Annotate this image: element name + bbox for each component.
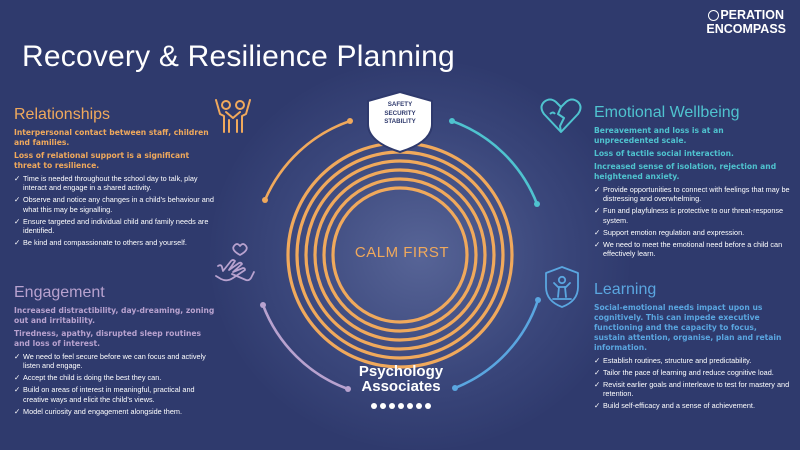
calm-first-label: CALM FIRST xyxy=(354,244,450,261)
list-item: ✓Time is needed throughout the school da… xyxy=(14,174,198,193)
dot xyxy=(398,403,404,409)
check-icon: ✓ xyxy=(594,356,601,365)
list-item: ✓Ensure targeted and individual child an… xyxy=(14,216,209,236)
list-item: ✓Build on areas of interest in meaningfu… xyxy=(14,385,195,404)
emotional-intro: Loss of tactile social interaction. xyxy=(594,149,734,158)
list-item: ✓Fun and playfulness is protective to ou… xyxy=(594,206,784,225)
check-icon: ✓ xyxy=(14,373,21,383)
engagement-list: ✓We need to feel secure before we can fo… xyxy=(14,352,216,416)
check-icon: ✓ xyxy=(14,174,21,183)
relationships-intro: Interpersonal contact between staff, chi… xyxy=(14,128,209,147)
engagement-intro: Tiredness, apathy, disrupted sleep routi… xyxy=(14,329,202,348)
hands-heart-icon xyxy=(215,243,255,282)
logo-dots xyxy=(346,397,456,412)
learning-heading: Learning xyxy=(594,281,657,298)
list-item: ✓Tailor the pace of learning and reduce … xyxy=(594,368,774,377)
relationships-section: Relationships Interpersonal contact betw… xyxy=(14,106,216,250)
dot xyxy=(425,403,431,409)
psych-line-2: Associates xyxy=(361,378,441,395)
heart-puzzle-icon xyxy=(540,98,582,133)
dot xyxy=(416,403,422,409)
arc-dot xyxy=(347,118,353,124)
list-item: ✓Be kind and compassionate to others and… xyxy=(14,238,187,248)
list-item: ✓Revisit earlier goals and interleave to… xyxy=(594,380,790,399)
arc-dot xyxy=(262,197,268,203)
psychology-associates-logo: Psychology Associates xyxy=(346,364,456,412)
emotional-list: ✓Provide opportunities to connect with f… xyxy=(594,185,790,259)
emotional-intro: Increased sense of isolation, rejection … xyxy=(594,162,777,181)
arc-dot xyxy=(535,297,541,303)
operation-encompass-logo: PERATION ENCOMPASS xyxy=(706,8,786,36)
check-icon: ✓ xyxy=(594,401,601,411)
engagement-intro: Increased distractibility, day-dreaming,… xyxy=(14,306,215,325)
engagement-section: Engagement Increased distractibility, da… xyxy=(14,284,216,419)
list-item: ✓Model curiosity and engagement alongsid… xyxy=(14,406,183,416)
list-item: ✓Build self-efficacy and a sense of achi… xyxy=(594,401,755,411)
arc-emotional xyxy=(450,119,539,206)
dot xyxy=(407,403,413,409)
check-icon: ✓ xyxy=(594,227,601,237)
list-item: ✓Accept the child is doing the best they… xyxy=(14,373,162,383)
outer-arcs xyxy=(260,118,541,392)
engagement-heading: Engagement xyxy=(14,284,105,301)
relationships-list: ✓Time is needed throughout the school da… xyxy=(14,174,216,248)
list-item: ✓We need to meet the emotional need befo… xyxy=(594,239,783,259)
ring xyxy=(331,186,469,324)
list-item: ✓Provide opportunities to connect with f… xyxy=(594,185,790,204)
check-icon: ✓ xyxy=(14,406,21,416)
check-icon: ✓ xyxy=(14,352,21,361)
arc-dot xyxy=(345,386,351,392)
list-item: ✓Observe and notice any changes in a chi… xyxy=(14,195,214,214)
learning-section: Learning Social-emotional needs impact u… xyxy=(594,281,790,413)
globe-icon xyxy=(708,10,720,21)
arc-dot xyxy=(452,385,458,391)
learning-intro: Social-emotional needs impact upon us co… xyxy=(594,303,782,352)
check-icon: ✓ xyxy=(594,380,601,389)
dot xyxy=(380,403,386,409)
logo-line-2: ENCOMPASS xyxy=(706,22,786,36)
shield-line-stability: STABILITY xyxy=(384,118,416,126)
arc-relationships xyxy=(263,119,352,202)
learner-shield-icon xyxy=(545,266,579,308)
people-hugging-icon xyxy=(215,99,251,133)
ring xyxy=(313,168,487,342)
check-icon: ✓ xyxy=(594,206,601,216)
emotional-wellbeing-section: Emotional Wellbeing Bereavement and loss… xyxy=(594,104,790,261)
check-icon: ✓ xyxy=(594,239,601,249)
logo-line-1: PERATION xyxy=(706,8,786,22)
check-icon: ✓ xyxy=(594,368,601,377)
page-title: Recovery & Resilience Planning xyxy=(22,40,455,73)
shield-line-safety: SAFETY xyxy=(387,101,413,108)
shield-text: SAFETY SECURITY STABILITY xyxy=(366,101,434,127)
arc-dot xyxy=(449,118,455,124)
arc-dot xyxy=(260,302,266,308)
emotional-heading: Emotional Wellbeing xyxy=(594,104,740,121)
relationships-heading: Relationships xyxy=(14,106,111,123)
dot xyxy=(371,403,377,409)
check-icon: ✓ xyxy=(14,195,21,205)
relationships-intro: Loss of relational support is a signific… xyxy=(14,151,190,170)
check-icon: ✓ xyxy=(594,185,601,194)
check-icon: ✓ xyxy=(14,385,21,395)
emotional-intro: Bereavement and loss is at an unpreceden… xyxy=(594,126,724,145)
shield-line-security: SECURITY xyxy=(384,109,416,117)
ring xyxy=(304,159,496,351)
check-icon: ✓ xyxy=(14,238,21,248)
ring xyxy=(322,177,478,333)
arc-learning xyxy=(453,298,540,390)
learning-list: ✓Establish routines, structure and predi… xyxy=(594,356,790,411)
list-item: ✓Support emotion regulation and expressi… xyxy=(594,227,745,237)
list-item: ✓We need to feel secure before we can fo… xyxy=(14,352,206,371)
dot xyxy=(389,403,395,409)
arc-dot xyxy=(534,201,540,207)
shield-icon xyxy=(367,90,433,154)
arc-engagement xyxy=(261,303,350,391)
list-item: ✓Establish routines, structure and predi… xyxy=(594,356,752,365)
psych-line-1: Psychology xyxy=(358,363,444,380)
check-icon: ✓ xyxy=(14,216,21,226)
